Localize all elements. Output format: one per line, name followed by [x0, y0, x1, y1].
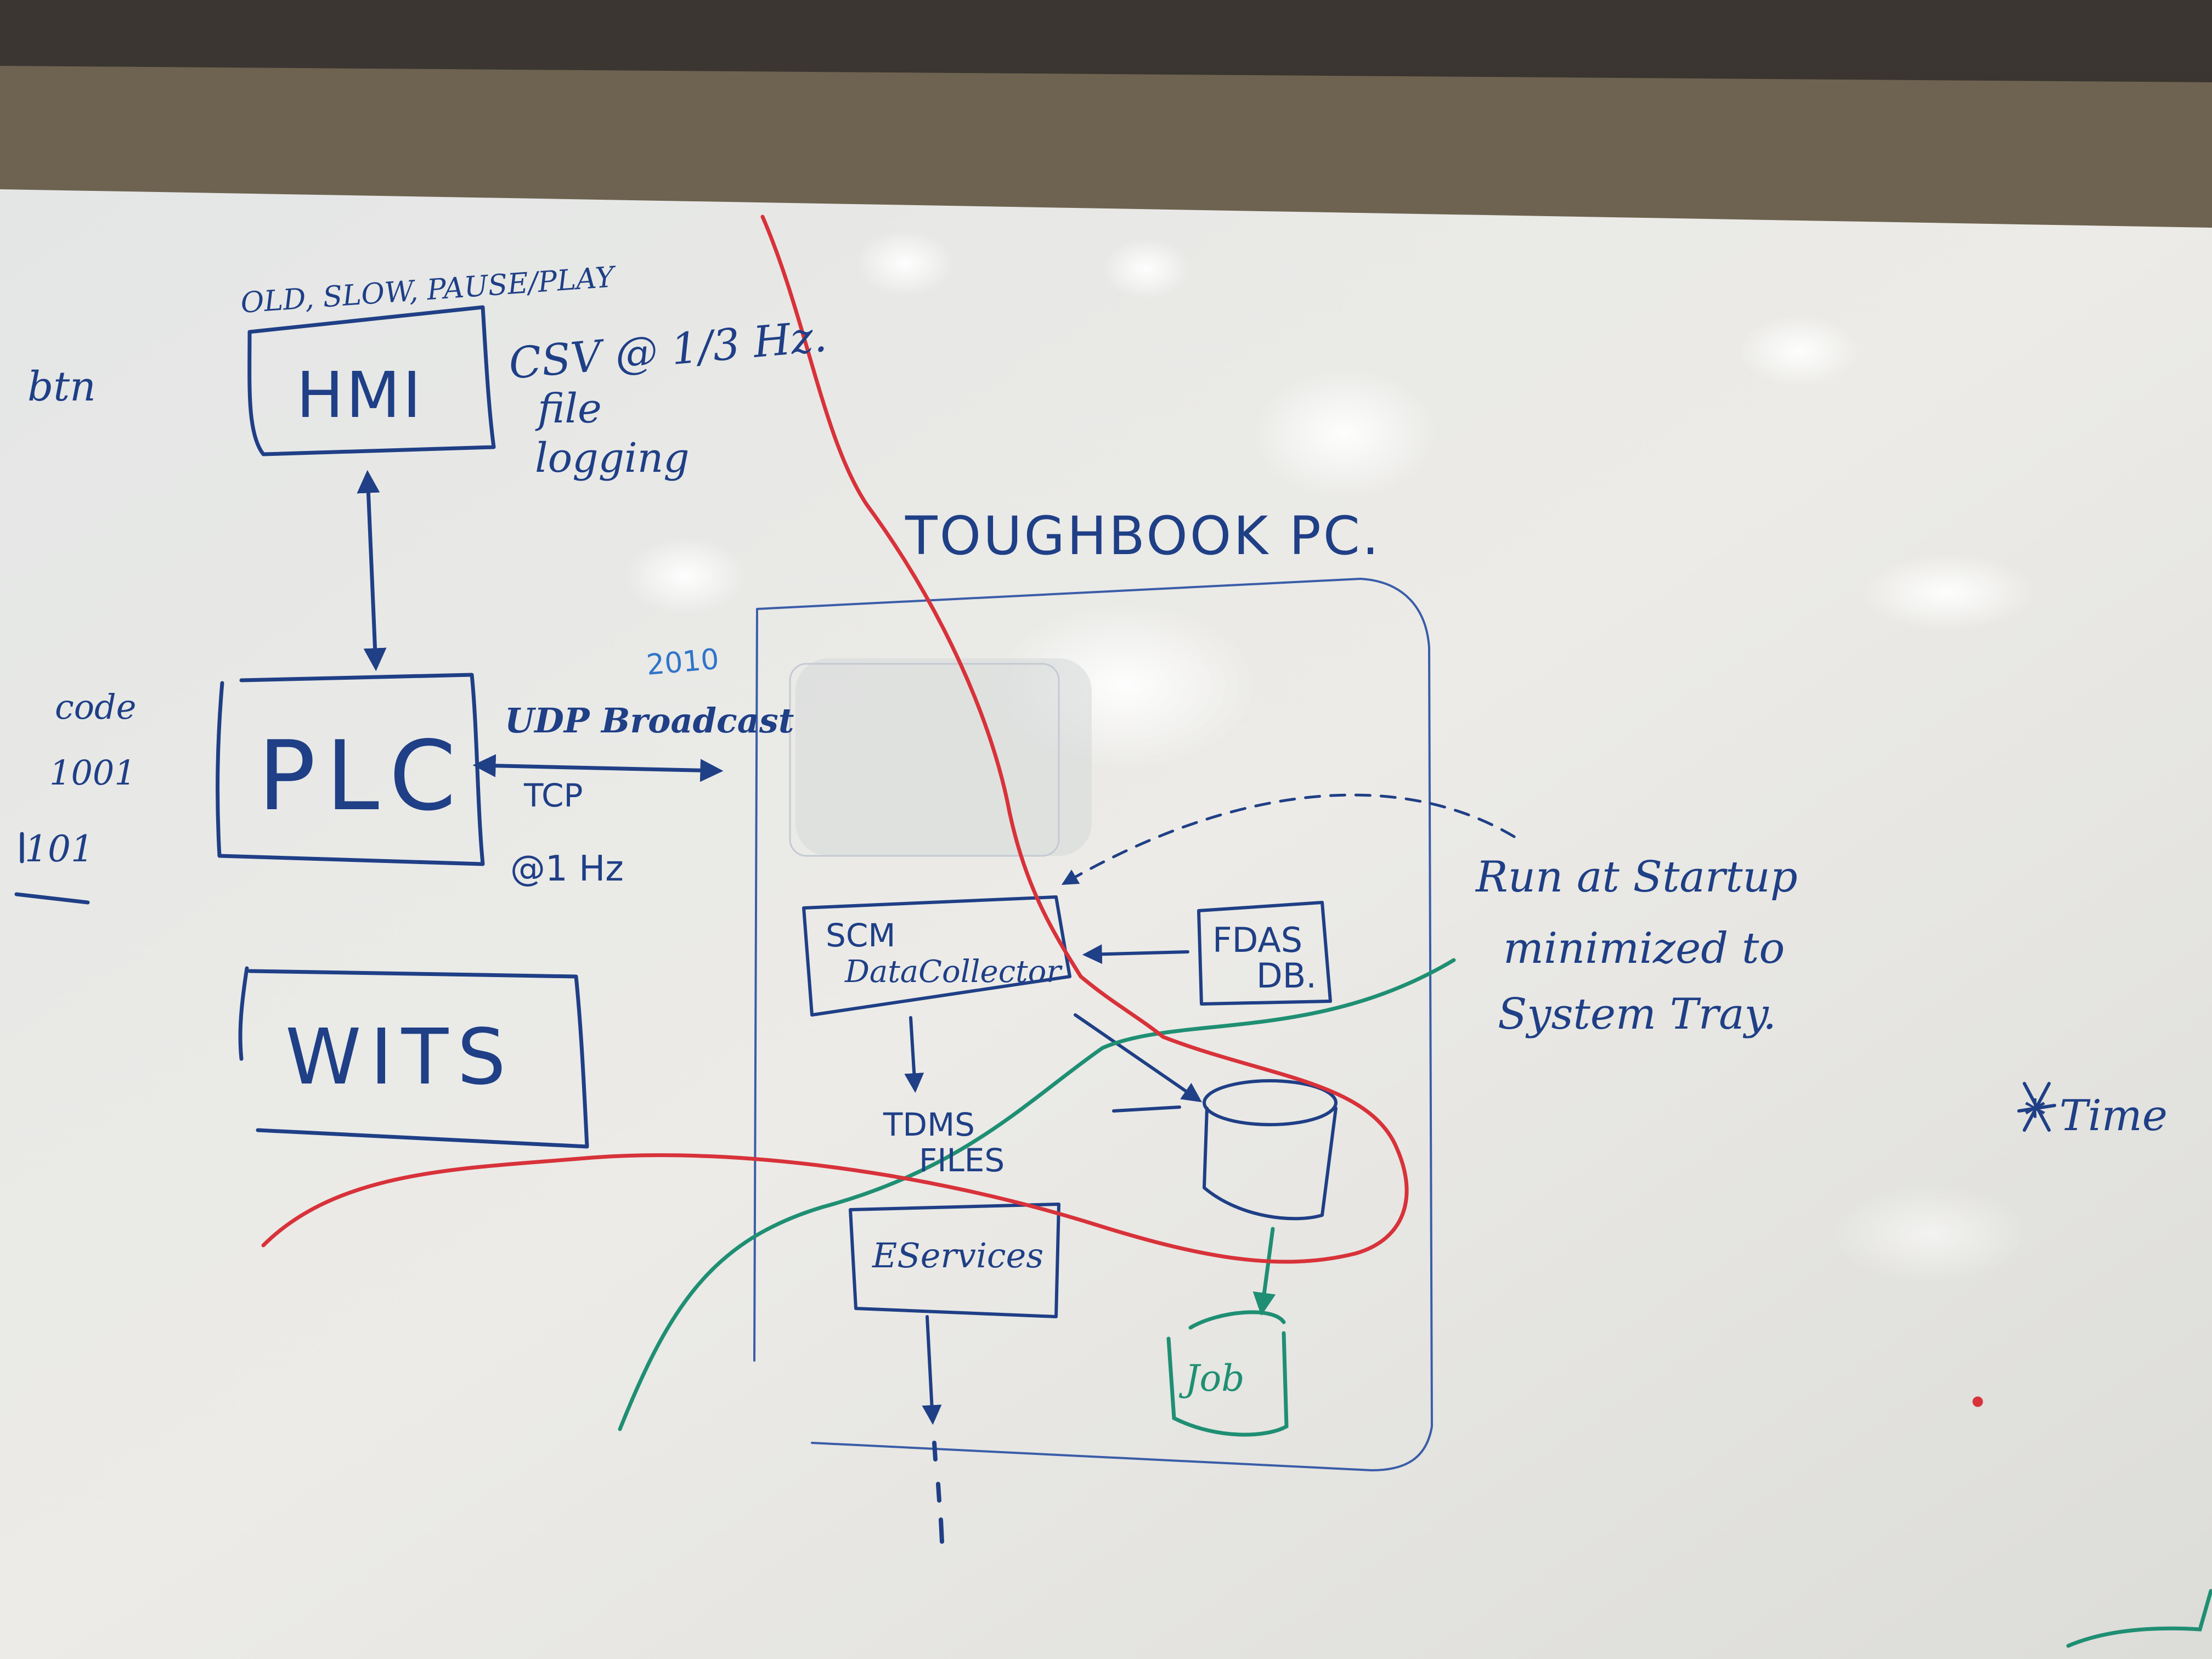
hmi-box [247, 305, 496, 456]
wits-label: WITS [285, 1013, 515, 1102]
btn-label: btn [27, 363, 96, 410]
eservices-down-arrow [922, 1315, 942, 1425]
tcp-rate-label: @1 Hz [510, 849, 624, 889]
udp-port-label: 2010 [645, 643, 720, 682]
diagram-blue [14, 305, 724, 1149]
scm-label: SCM [826, 917, 895, 954]
wall [0, 0, 2212, 71]
toughbook-components [802, 793, 2056, 1544]
time-label: * Time [2024, 1091, 2168, 1141]
eservices-box [849, 1203, 1060, 1318]
board-frame [0, 66, 2212, 230]
diagram-green [618, 958, 2212, 1648]
hmi-label: HMI [296, 359, 424, 432]
datacollector-label: DataCollector [844, 954, 1063, 990]
fdas-to-scm-arrow [1082, 944, 1189, 964]
wits-box [238, 966, 589, 1149]
code-1001-label: 1001 [49, 753, 136, 793]
job-box [1166, 1310, 1289, 1437]
diagram-red [261, 215, 1983, 1407]
code-101-label: 101 [25, 828, 94, 870]
plc-toughbook-arrow [472, 754, 724, 782]
scm-to-db-arrow [1074, 1013, 1202, 1103]
startup-dashed-arrow [1061, 793, 1516, 885]
eservices-label: EServices [872, 1235, 1043, 1276]
files-label: FILES [919, 1142, 1005, 1179]
eservices-continue-dots [932, 1441, 944, 1544]
green-divider [618, 958, 1456, 1431]
plc-box [216, 673, 485, 866]
fdas-label: FDAS [1212, 920, 1302, 960]
startup-line-3: System Tray. [1498, 990, 1776, 1039]
hmi-plc-arrow [357, 470, 387, 672]
whiteboard [0, 189, 2212, 1659]
startup-line-2: minimized to [1503, 924, 1785, 973]
file-label: file [535, 385, 602, 432]
scm-to-tdms-arrow [904, 1016, 924, 1093]
db-label: DB. [1256, 956, 1317, 996]
scm-box [802, 895, 1071, 1017]
tcp-label: TCP [523, 777, 583, 814]
plc-label: PLC [258, 721, 466, 832]
db-to-job-arrow [1252, 1227, 1276, 1316]
tdms-label: TDMS [883, 1106, 975, 1143]
code-label: code [55, 687, 136, 727]
logging-label: logging [535, 435, 690, 482]
fdas-box [1197, 901, 1332, 1006]
job-label: Job [1178, 1357, 1244, 1400]
udp-label: UDP Broadcast [505, 701, 794, 741]
database-cylinder [1203, 1079, 1338, 1221]
toughbook-label: TOUGHBOOK PC. [905, 505, 1381, 567]
startup-line-1: Run at Startup [1475, 853, 1798, 902]
text-layer: OLD, SLOW, PAUSE/PLAY HMI CSV @ 1/3 Hz. … [25, 261, 2168, 1400]
red-boundary-line [261, 215, 1409, 1264]
